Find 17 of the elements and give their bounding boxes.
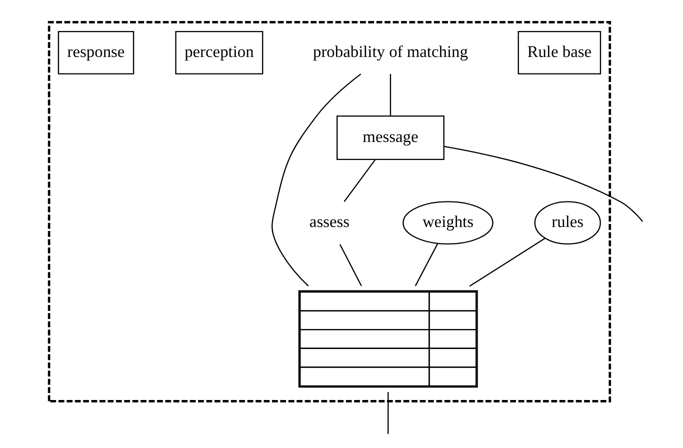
connector xyxy=(272,74,362,286)
connector xyxy=(444,146,644,222)
node-box: response xyxy=(58,31,134,74)
node-ellipse: rules xyxy=(534,201,601,245)
node-box: perception xyxy=(175,31,264,74)
connector xyxy=(344,159,376,202)
cluster xyxy=(48,21,612,402)
connector xyxy=(469,238,546,287)
node-ellipse: weights xyxy=(402,201,494,245)
node-box: message xyxy=(336,115,444,160)
node-box: Rule base xyxy=(518,31,602,74)
node-text: assess xyxy=(309,212,350,232)
connector xyxy=(388,392,389,434)
connector xyxy=(390,74,392,116)
connector xyxy=(414,244,438,286)
node-text: probability of matching xyxy=(313,42,468,62)
connector xyxy=(339,244,362,286)
